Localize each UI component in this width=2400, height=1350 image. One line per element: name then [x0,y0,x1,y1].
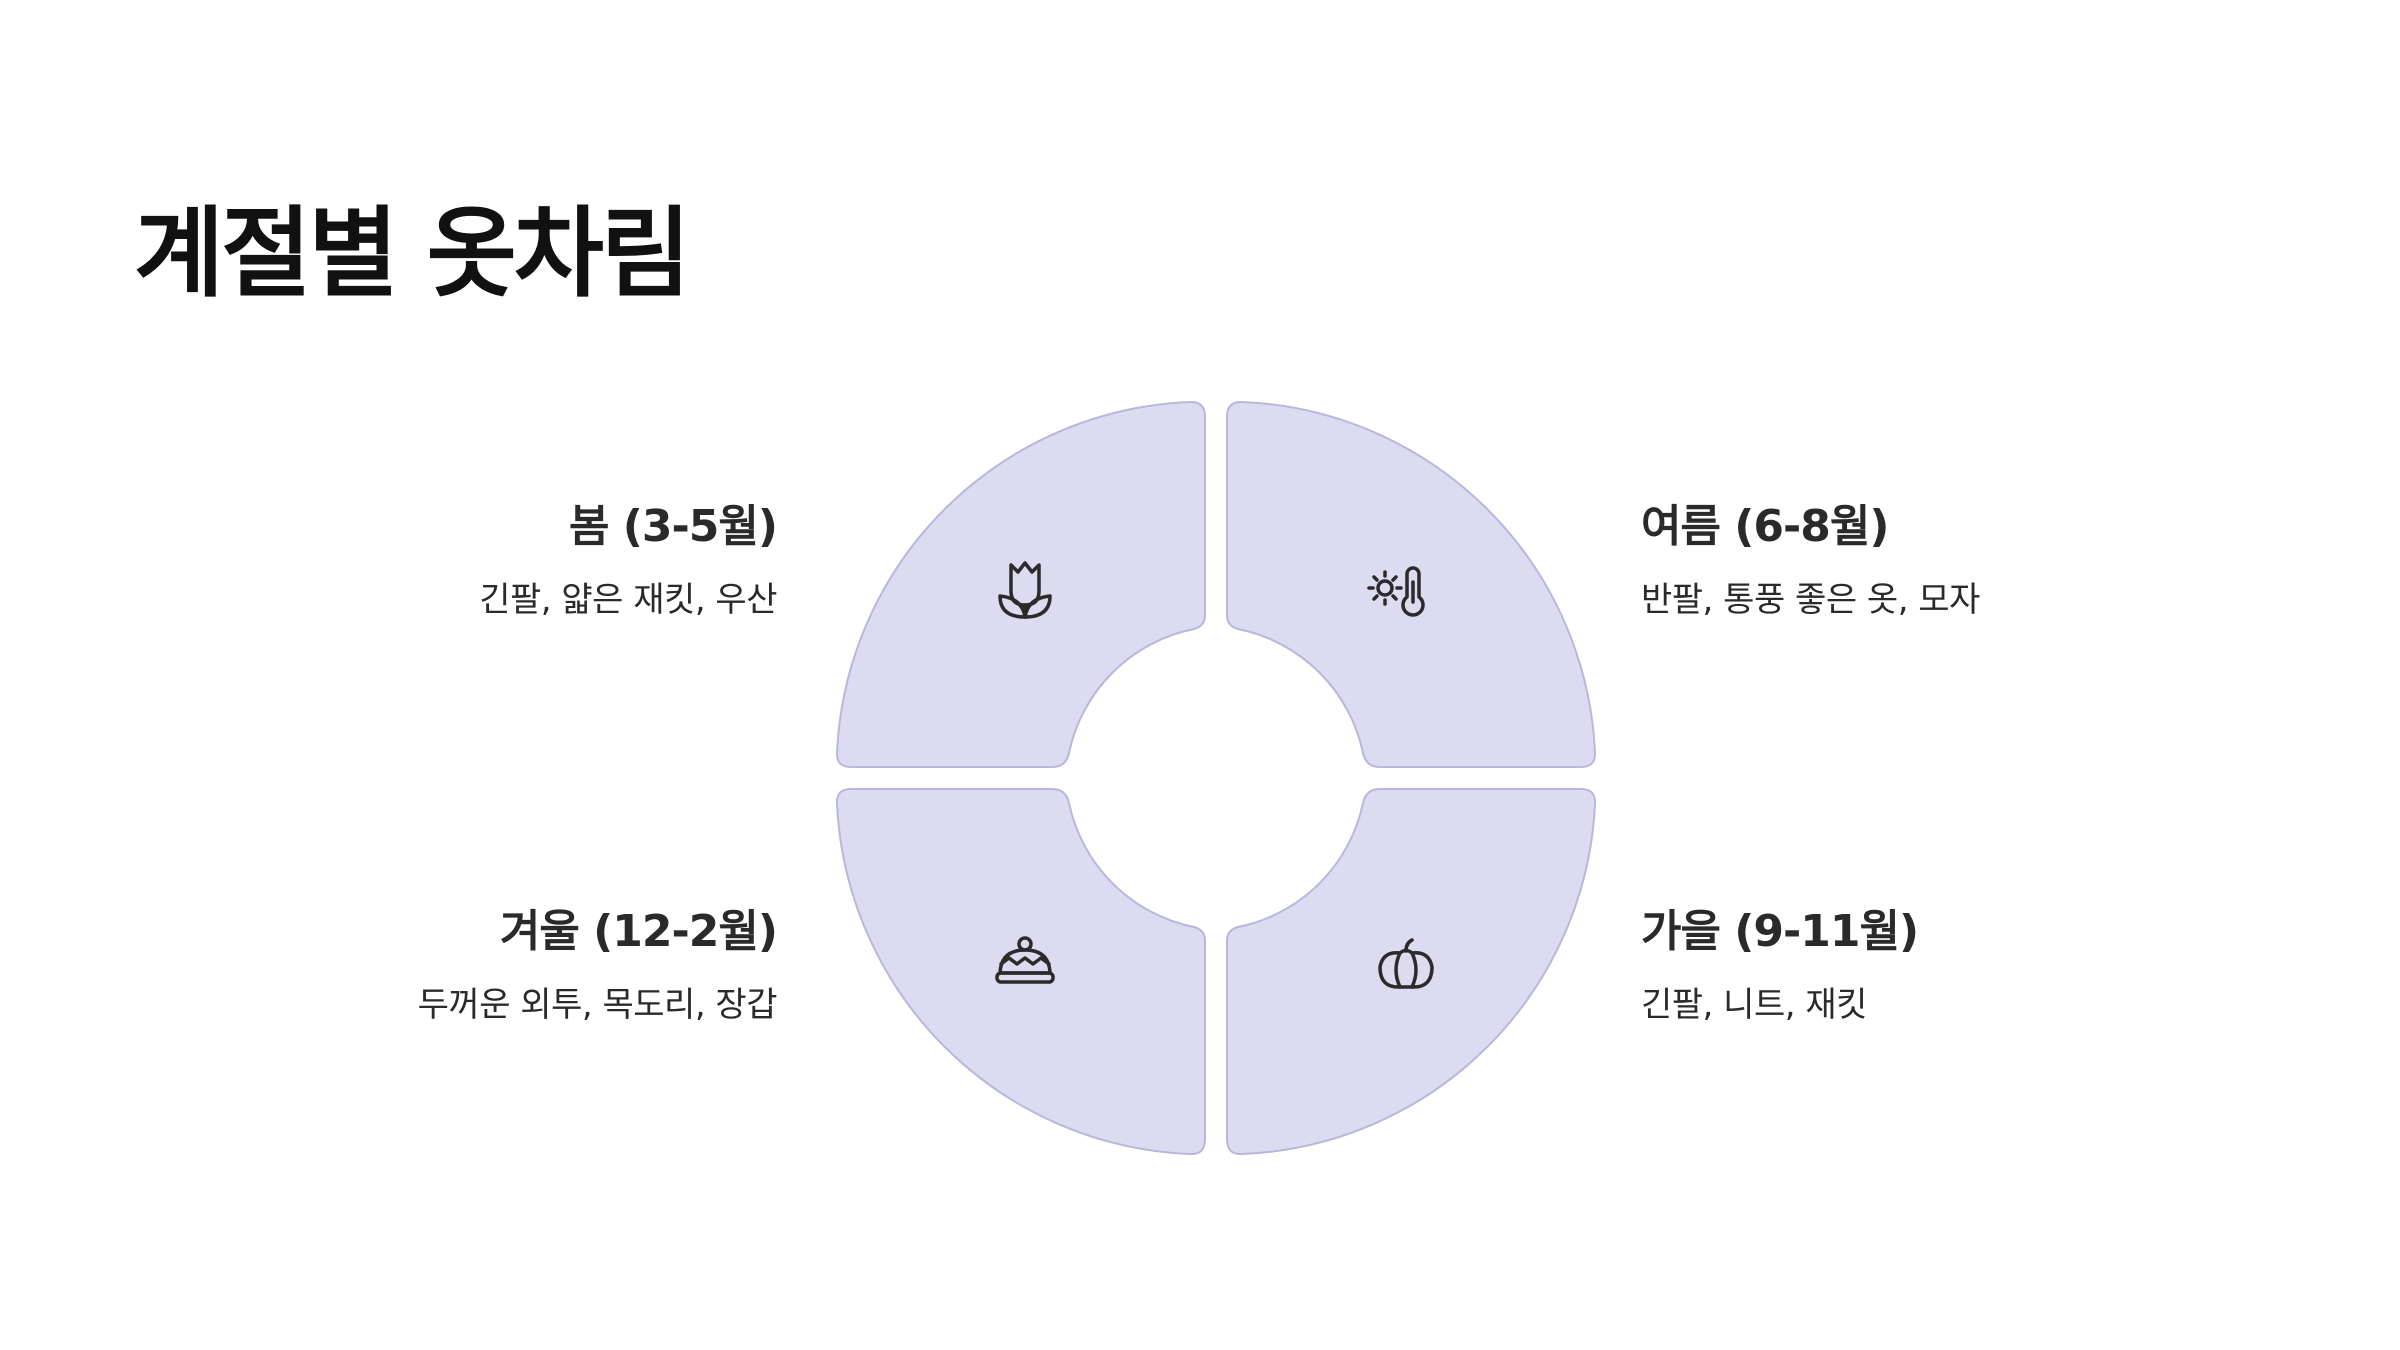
season-description: 두꺼운 외투, 목도리, 장갑 [417,984,778,1025]
season-description: 긴팔, 니트, 재킷 [1641,984,1867,1025]
season-title: 봄 (3-5월) [569,501,778,552]
season-autumn: 가을 (9-11월) 긴팔, 니트, 재킷 [1641,906,2201,1026]
sun-thermometer-icon [1367,566,1425,617]
season-winter: 겨울 (12-2월) 두꺼운 외투, 목도리, 장갑 [217,906,778,1026]
page-title: 계절별 옷차림 [134,197,691,311]
season-description: 긴팔, 얇은 재킷, 우산 [479,579,777,620]
season-title: 겨울 (12-2월) [499,906,778,957]
segment-summer [1226,400,1597,768]
beanie-hat-icon [995,936,1055,984]
season-spring: 봄 (3-5월) 긴팔, 얇은 재킷, 우산 [217,501,778,621]
season-title: 가을 (9-11월) [1641,906,1919,957]
segment-spring [835,400,1206,768]
season-description: 반팔, 통풍 좋은 옷, 모자 [1641,579,1980,620]
tulip-icon [998,561,1052,619]
season-title: 여름 (6-8월) [1641,501,1889,552]
segment-autumn [1226,788,1597,1156]
pumpkin-icon [1378,938,1434,989]
season-summer: 여름 (6-8월) 반팔, 통풍 좋은 옷, 모자 [1641,501,2201,621]
